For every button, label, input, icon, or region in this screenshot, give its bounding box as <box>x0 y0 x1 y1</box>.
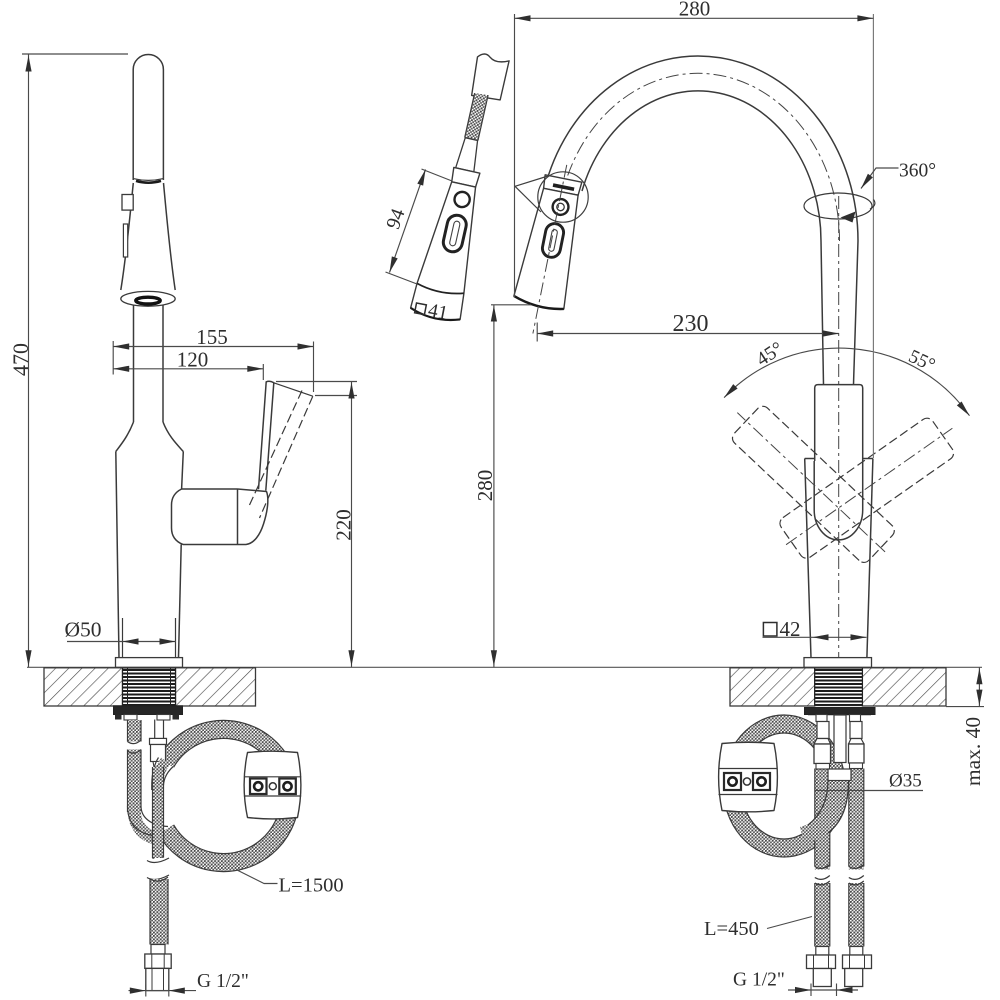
svg-text:Ø35: Ø35 <box>889 771 922 792</box>
svg-text:155: 155 <box>196 325 228 349</box>
svg-text:Ø50: Ø50 <box>65 618 102 642</box>
svg-text:280: 280 <box>473 470 497 502</box>
svg-text:280: 280 <box>679 0 711 21</box>
svg-text:42: 42 <box>780 617 801 641</box>
svg-text:470: 470 <box>8 343 33 376</box>
svg-text:G 1/2": G 1/2" <box>733 970 785 991</box>
svg-text:230: 230 <box>673 311 709 337</box>
svg-text:120: 120 <box>177 347 209 371</box>
svg-text:220: 220 <box>332 509 356 541</box>
svg-text:L=1500: L=1500 <box>279 875 344 897</box>
svg-text:41: 41 <box>426 300 449 324</box>
svg-text:L=450: L=450 <box>704 918 759 940</box>
svg-text:G 1/2": G 1/2" <box>197 971 249 992</box>
svg-text:360°: 360° <box>899 161 936 182</box>
svg-text:max. 40: max. 40 <box>961 717 985 786</box>
